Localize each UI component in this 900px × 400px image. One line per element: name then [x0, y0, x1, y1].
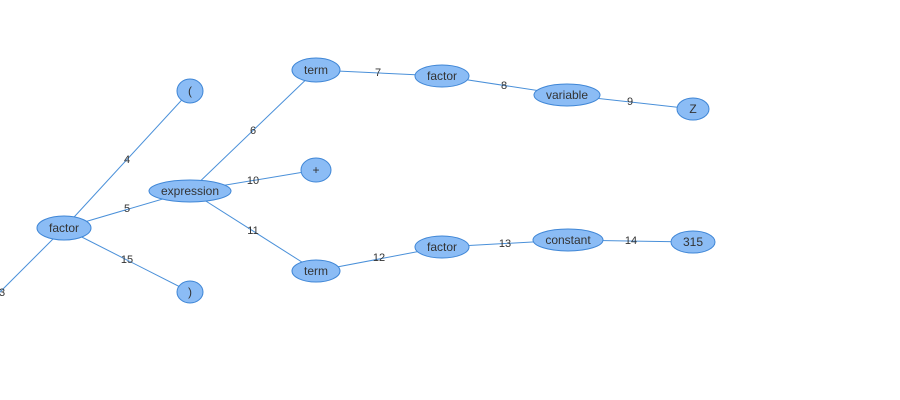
edge-expression-to-term_top	[189, 69, 317, 192]
node-label: factor	[49, 221, 79, 235]
node-ellipse	[300, 157, 332, 183]
node-label: +	[312, 163, 319, 177]
node-label: term	[304, 63, 328, 77]
node-ellipse	[676, 97, 710, 121]
edge-label: 8	[501, 80, 507, 92]
node-ellipse	[176, 280, 204, 304]
edge-label: 3	[0, 287, 5, 299]
node-plus[interactable]: +	[300, 157, 332, 183]
node-expression[interactable]: expression	[148, 179, 232, 203]
edge-label: 6	[250, 125, 256, 137]
edge-label: 7	[375, 67, 381, 79]
node-label: term	[304, 264, 328, 278]
node-label: (	[188, 84, 192, 98]
edge-offscreen_parent-to-factor_root	[0, 227, 65, 293]
edges-layer	[0, 69, 694, 293]
node-ellipse	[670, 230, 716, 254]
node-term_bottom[interactable]: term	[291, 259, 341, 283]
edge-label: 10	[247, 175, 259, 187]
edge-label: 9	[627, 96, 633, 108]
edge-labels-layer: 3 4 5 15 6 10 11 7 8 9 12 13 14	[0, 67, 637, 299]
node-ellipse	[414, 235, 470, 259]
node-label: 315	[683, 235, 703, 249]
edge-label: 13	[499, 238, 511, 250]
edge-factor_root-to-lparen	[63, 90, 191, 229]
edge-label: 4	[124, 154, 130, 166]
node-lparen[interactable]: (	[176, 78, 204, 104]
edge-label: 11	[247, 225, 258, 237]
node-val315[interactable]: 315	[670, 230, 716, 254]
node-ellipse	[148, 179, 232, 203]
node-ellipse	[176, 78, 204, 104]
node-label: Z	[689, 102, 696, 116]
edge-label: 15	[121, 254, 133, 266]
node-ellipse	[291, 57, 341, 83]
edge-label: 12	[373, 252, 385, 264]
node-ellipse	[532, 228, 604, 252]
node-term_top[interactable]: term	[291, 57, 341, 83]
node-variable[interactable]: variable	[533, 83, 601, 107]
node-factor_top[interactable]: factor	[414, 64, 470, 88]
node-label: variable	[546, 88, 588, 102]
node-rparen[interactable]: )	[176, 280, 204, 304]
node-constant[interactable]: constant	[532, 228, 604, 252]
node-factor_root[interactable]: factor	[36, 215, 92, 241]
edge-label: 5	[124, 203, 130, 215]
node-ellipse	[414, 64, 470, 88]
node-ellipse	[533, 83, 601, 107]
node-label: expression	[161, 184, 219, 198]
node-label: )	[188, 285, 192, 299]
node-z[interactable]: Z	[676, 97, 710, 121]
node-factor_bottom[interactable]: factor	[414, 235, 470, 259]
edge-expression-to-term_bottom	[189, 190, 317, 272]
node-label: factor	[427, 240, 457, 254]
node-label: constant	[545, 233, 591, 247]
nodes-layer: factor ( expression) term + term factor variabl…	[36, 57, 716, 304]
node-ellipse	[36, 215, 92, 241]
edge-label: 14	[625, 235, 637, 247]
node-ellipse	[291, 259, 341, 283]
edge-factor_root-to-rparen	[63, 227, 191, 293]
node-label: factor	[427, 69, 457, 83]
